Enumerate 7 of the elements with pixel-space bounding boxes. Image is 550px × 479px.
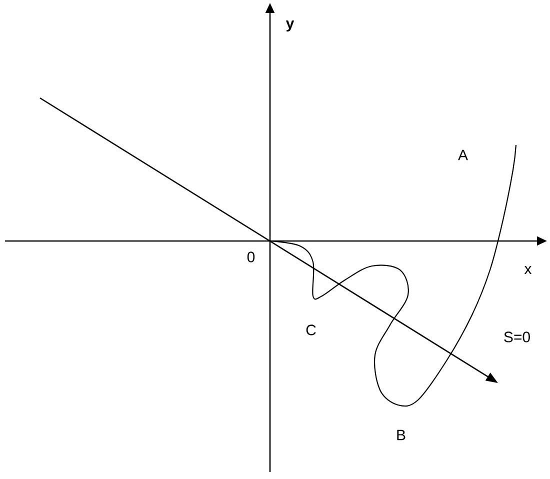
axis-label: S=0 <box>504 332 530 342</box>
axis-label: B <box>397 430 406 440</box>
axis-label: 0 <box>247 252 255 262</box>
axis-label: y <box>286 20 294 32</box>
axis-label: x <box>524 266 532 274</box>
axis-label: A <box>458 150 468 160</box>
axis-label: C <box>306 324 316 336</box>
